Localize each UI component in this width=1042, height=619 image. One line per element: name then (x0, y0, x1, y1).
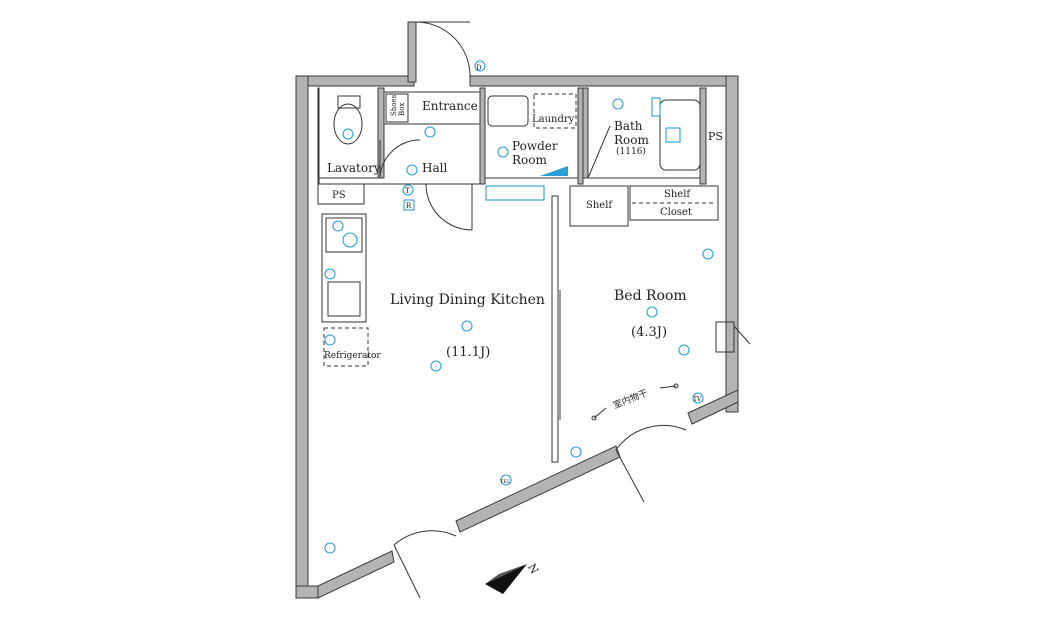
doors (379, 21, 751, 599)
compass-north-label: N (525, 562, 541, 577)
room-label-bed-size: (4.3J) (631, 325, 667, 340)
room-label-ps-left: PS (332, 190, 346, 201)
room-label-shelf-closet: Shelf (664, 189, 691, 200)
room-label-hall: Hall (422, 161, 447, 175)
symbol-doorbell: D (476, 64, 482, 72)
room-label-indoor-drying: 室内物干 (611, 387, 649, 412)
room-label-bed-room: Bed Room (614, 288, 687, 304)
room-label-shelf: Shelf (586, 200, 613, 211)
room-label-ldk-size: (11.1J) (446, 345, 490, 360)
room-label-laundry: Laundry (532, 114, 575, 125)
symbol-phone: TEL (500, 479, 511, 485)
room-label-bath-size: (1116) (616, 146, 646, 157)
door-swing-icon (415, 21, 471, 77)
compass-icon: N (484, 557, 541, 599)
room-label-ps-right: PS (708, 130, 723, 143)
symbol-fan: T (405, 187, 410, 195)
light-icon (461, 320, 473, 332)
room-label-entrance: Entrance (422, 99, 478, 113)
room-label-closet: Closet (660, 207, 692, 218)
symbol-tv: TV (693, 396, 702, 403)
room-label-shoes-box: ShoesBox (390, 94, 406, 116)
partitions (317, 87, 719, 463)
drying-line (591, 383, 679, 421)
room-label-refrigerator: Refrigerator (324, 351, 381, 361)
room-label-ldk: Living Dining Kitchen (390, 292, 545, 308)
room-label-lavatory: Lavatory (327, 161, 381, 175)
symbol-receiver: R (406, 202, 412, 210)
outlet-icon (402, 184, 414, 196)
equipment (324, 60, 714, 554)
outer-walls (295, 21, 739, 599)
